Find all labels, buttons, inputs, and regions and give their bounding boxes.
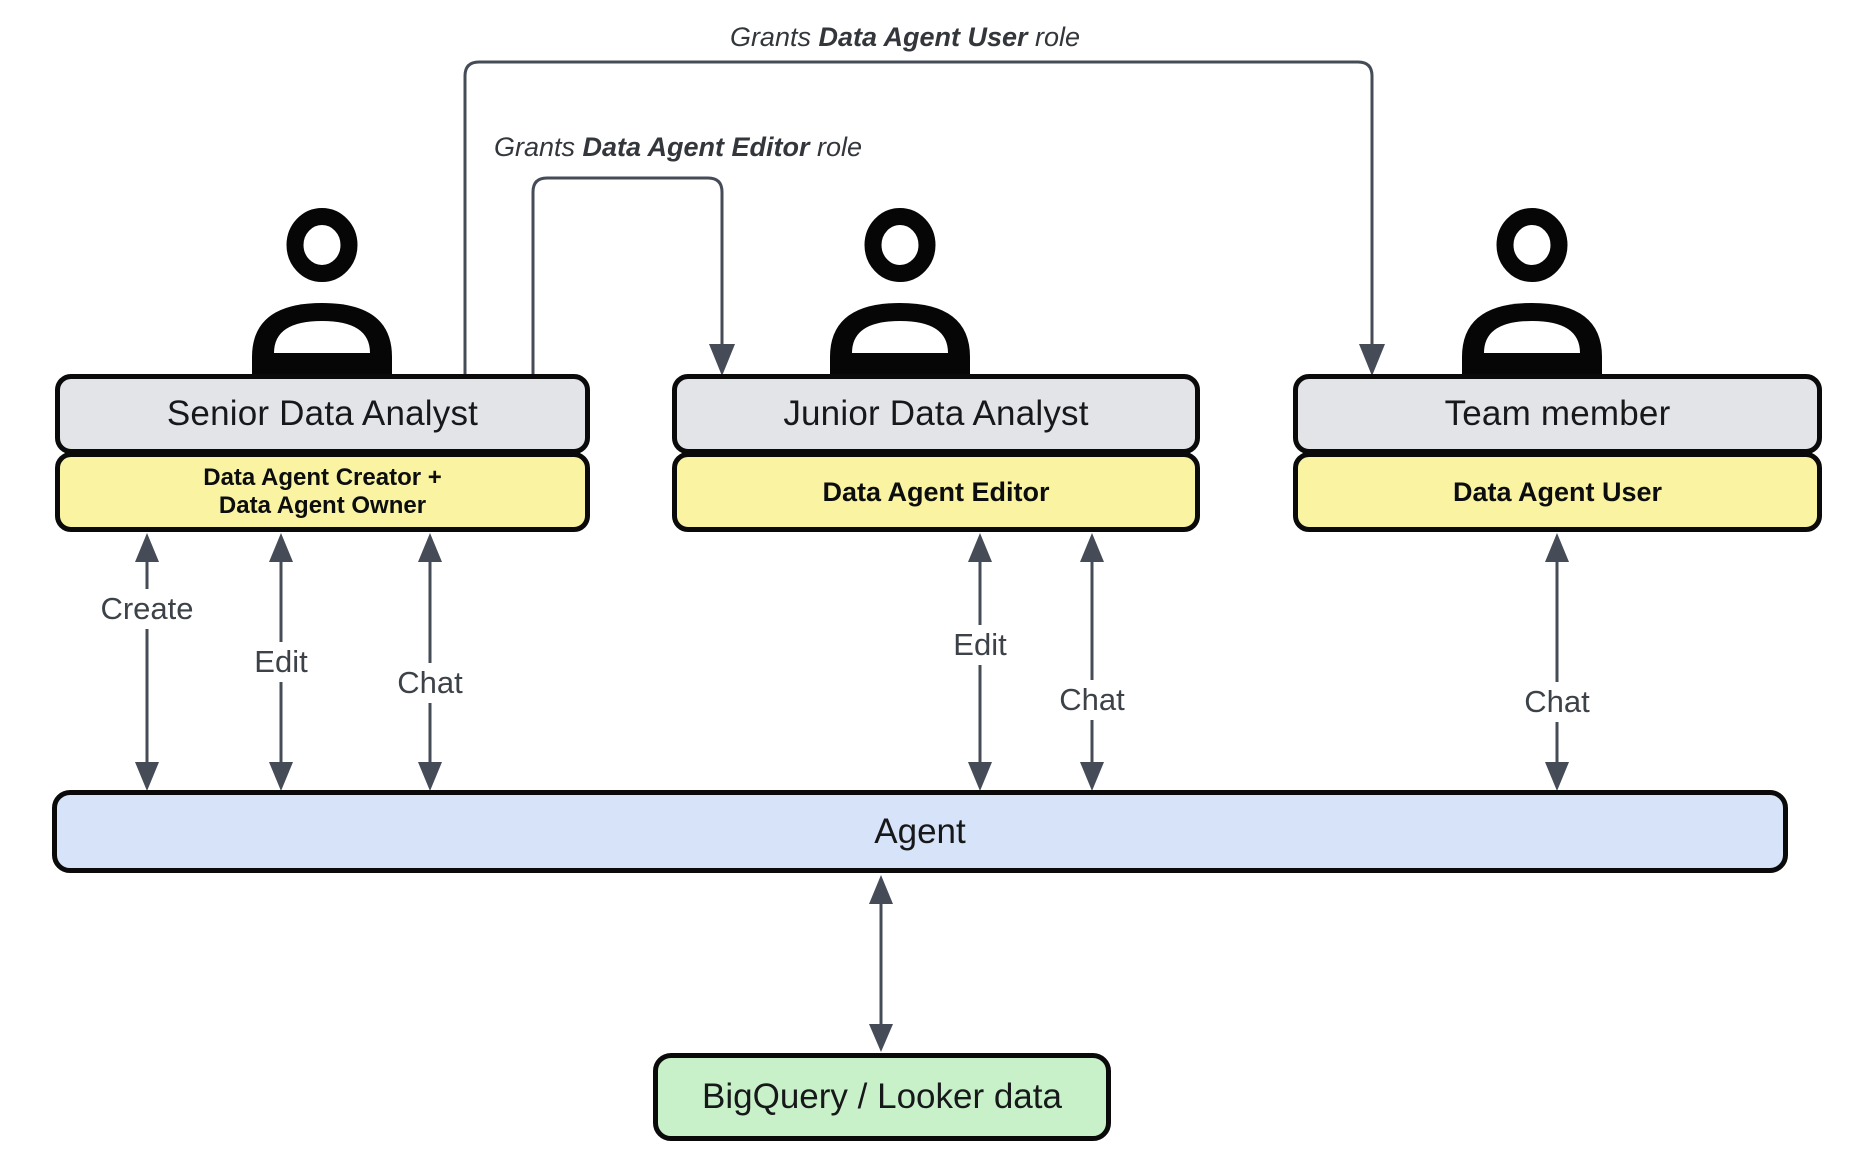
role-badge-team: Data Agent User: [1293, 452, 1822, 532]
create-arrow-senior: [135, 533, 159, 791]
grant-user-suffix: role: [1027, 22, 1081, 52]
datastore-label: BigQuery / Looker data: [702, 1077, 1062, 1116]
actor-box-junior: Junior Data Analyst: [672, 374, 1200, 454]
chat-arrow-senior: [418, 533, 442, 791]
grant-user-connector: [463, 60, 1374, 374]
role-badge-senior: Data Agent Creator + Data Agent Owner: [55, 452, 590, 532]
agent-bar: Agent: [52, 790, 1788, 873]
chat-label-junior: Chat: [1051, 680, 1133, 720]
grant-editor-prefix: Grants: [493, 132, 583, 162]
grant-user-label: Grants Data Agent User role: [730, 22, 1080, 53]
grant-editor-connector: [531, 176, 724, 374]
chat-label-senior: Chat: [389, 663, 471, 703]
actor-title-junior: Junior Data Analyst: [783, 394, 1089, 433]
chat-arrow-team: [1545, 533, 1569, 791]
chat-label-team: Chat: [1516, 682, 1598, 722]
create-label-senior: Create: [92, 589, 202, 629]
grant-user-arrowhead: [1359, 344, 1385, 376]
role-badge-junior: Data Agent Editor: [672, 452, 1200, 532]
edit-label-junior: Edit: [945, 625, 1015, 665]
agent-data-arrow: [869, 875, 893, 1052]
grant-editor-role: Data Agent Editor: [582, 132, 810, 162]
grant-user-role: Data Agent User: [818, 22, 1028, 52]
grant-editor-suffix: role: [809, 132, 863, 162]
actor-title-team: Team member: [1444, 394, 1671, 433]
role-badge-junior-line1: Data Agent Editor: [822, 476, 1050, 507]
role-badge-senior-line1: Data Agent Creator +: [203, 464, 442, 491]
person-icon-senior: [252, 208, 392, 375]
chat-arrow-junior: [1080, 533, 1104, 791]
role-badge-team-line1: Data Agent User: [1452, 476, 1663, 507]
datastore-box: BigQuery / Looker data: [653, 1053, 1111, 1141]
actor-title-senior: Senior Data Analyst: [166, 394, 479, 433]
grant-editor-arrowhead: [709, 344, 735, 376]
person-icon-team: [1462, 208, 1602, 375]
agent-label: Agent: [874, 811, 966, 851]
person-icon-junior: [830, 208, 970, 375]
role-badge-senior-line2: Data Agent Owner: [218, 492, 427, 519]
edit-label-senior: Edit: [246, 642, 316, 682]
grant-user-prefix: Grants: [729, 22, 819, 52]
actor-box-team: Team member: [1293, 374, 1822, 454]
actor-box-senior: Senior Data Analyst: [55, 374, 590, 454]
grant-editor-label: Grants Data Agent Editor role: [494, 132, 862, 163]
